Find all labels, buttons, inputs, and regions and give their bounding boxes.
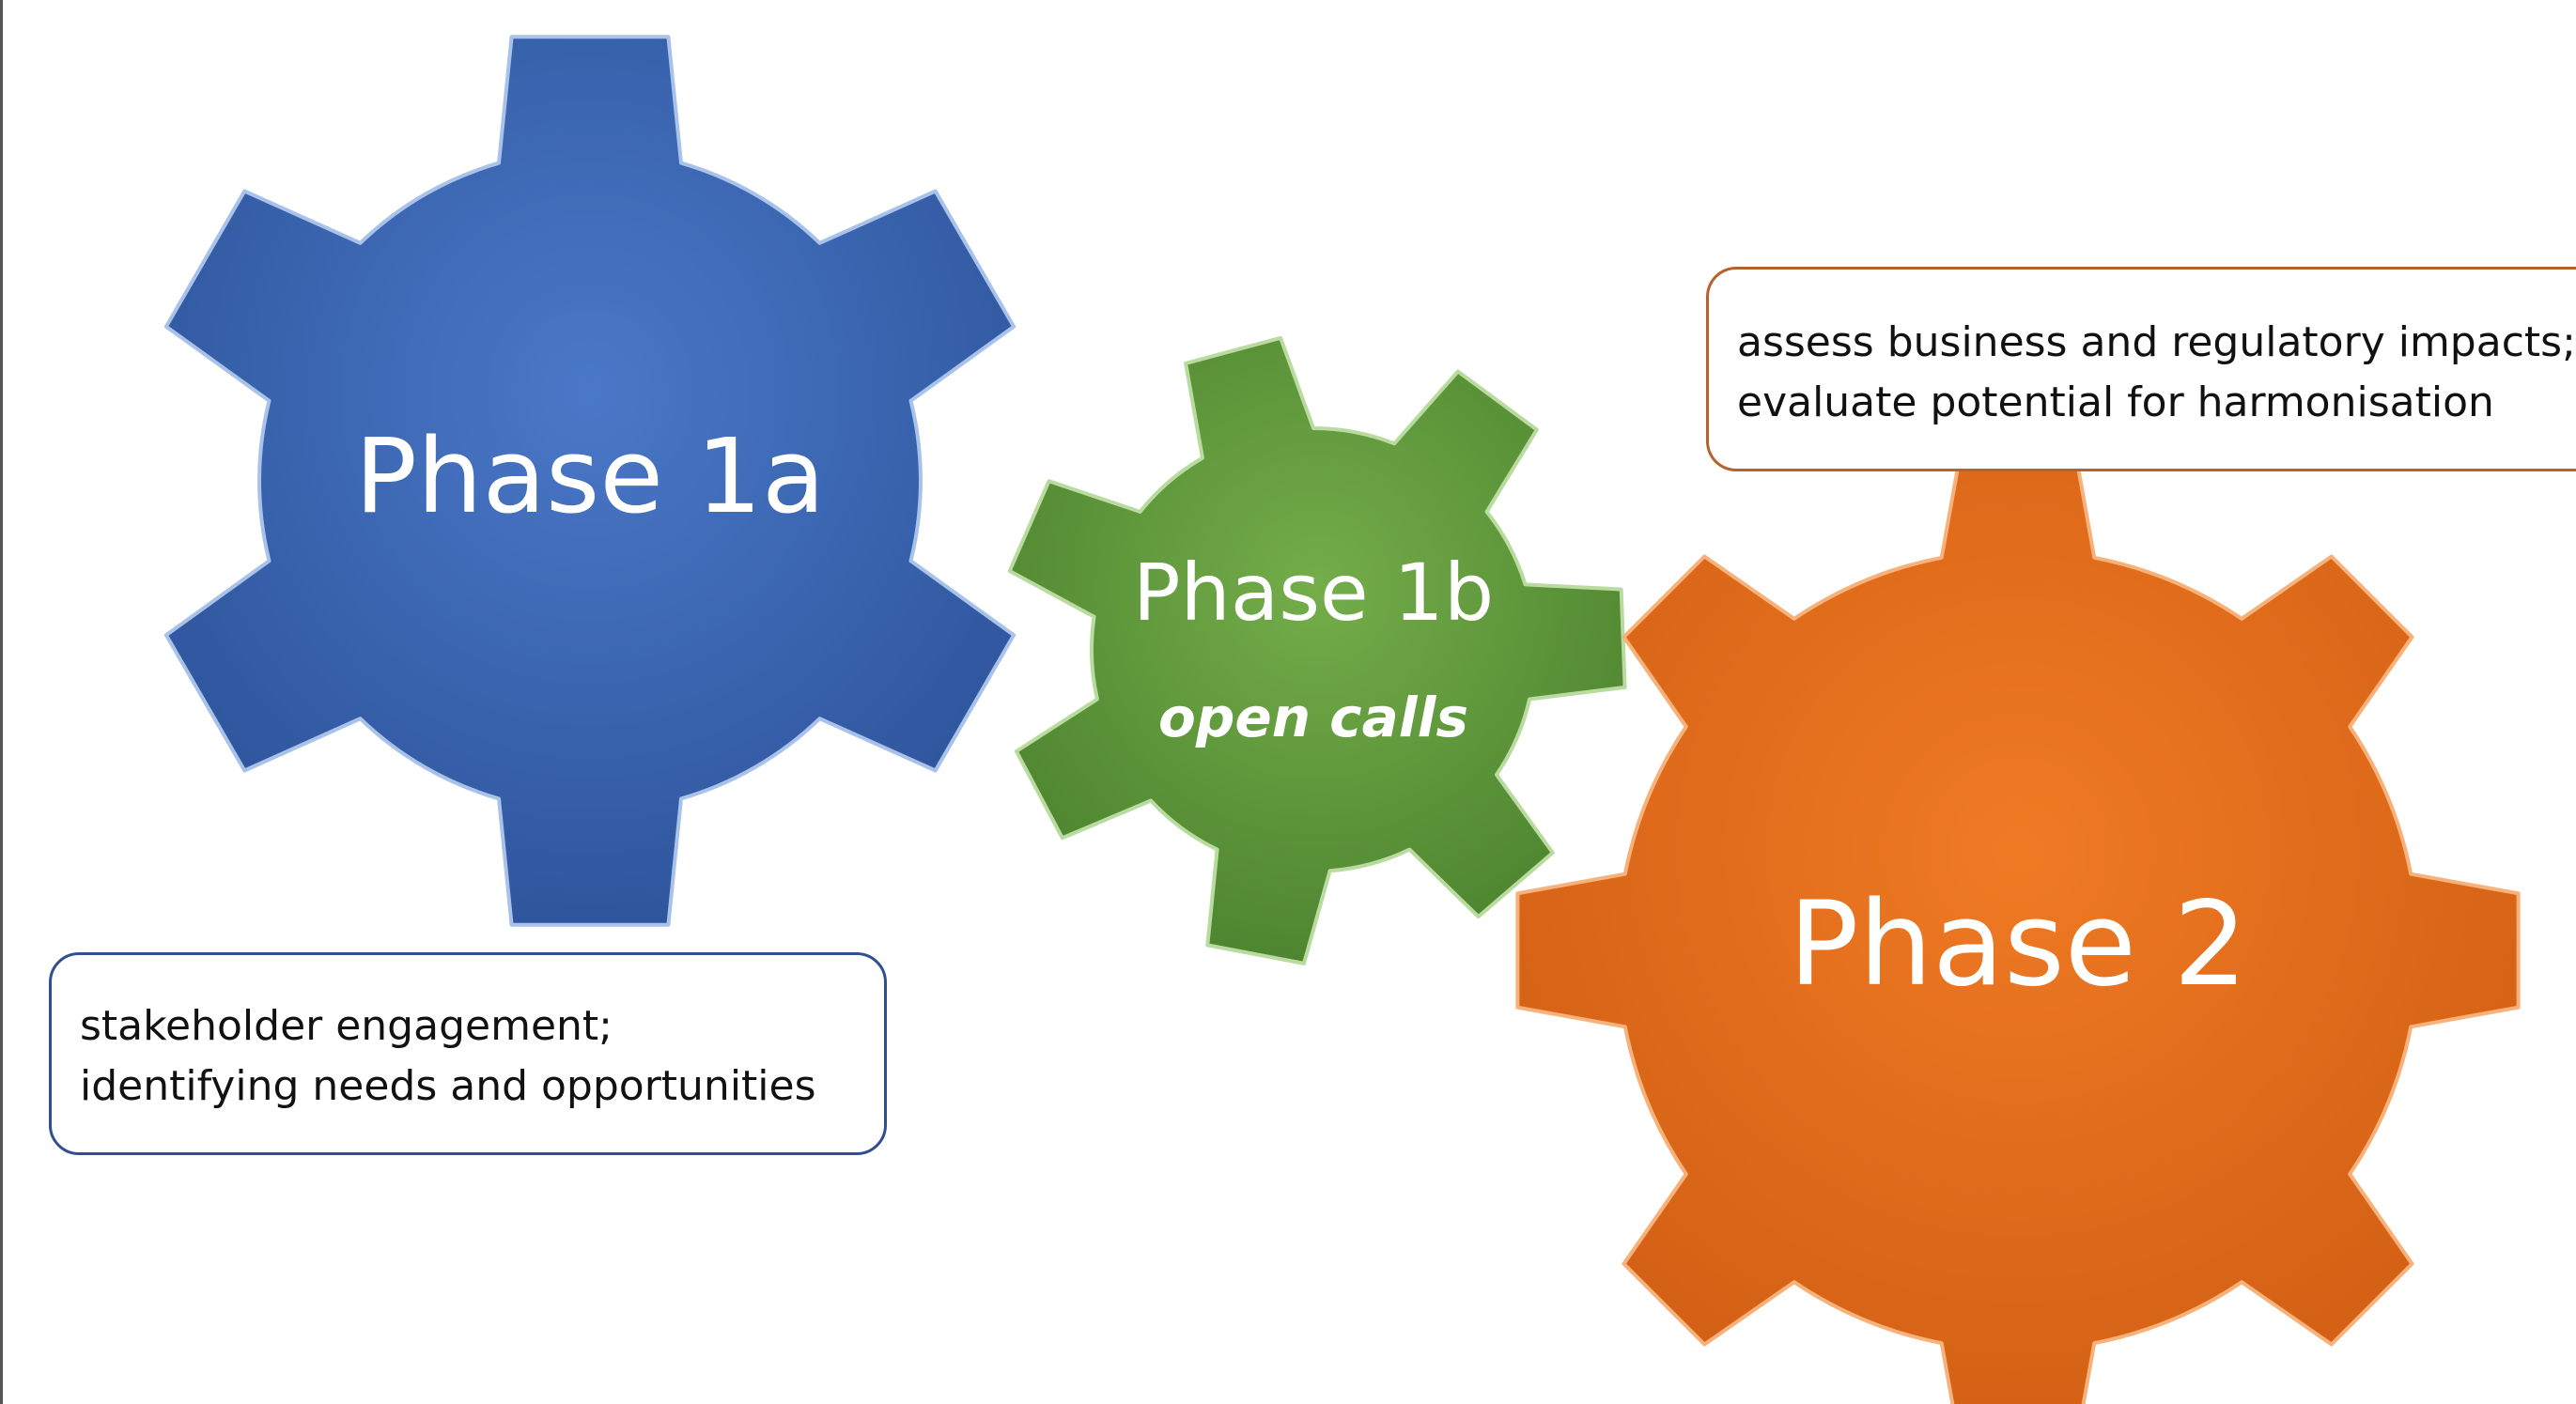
phase-2-gear: Phase 2 bbox=[1515, 448, 2521, 1404]
phase-1a-callout-line-2: identifying needs and opportunities bbox=[80, 1062, 816, 1110]
phase-2-callout: assess business and regulatory impacts; … bbox=[1706, 267, 2576, 471]
phase-2-callout-line-2: evaluate potential for harmonisation bbox=[1737, 378, 2494, 426]
phase-1b-label: Phase 1b bbox=[1133, 547, 1494, 639]
phase-2-label: Phase 2 bbox=[1789, 877, 2248, 1012]
phase-1b-sublabel: open calls bbox=[1158, 686, 1468, 749]
phase-1b-gear-shape bbox=[1007, 335, 1627, 965]
phase-2-gear-shape bbox=[1515, 448, 2521, 1404]
phase-1a-callout-line-1: stakeholder engagement; bbox=[80, 1002, 613, 1050]
phase-1a-callout: stakeholder engagement; identifying need… bbox=[49, 952, 887, 1155]
phase-1a-gear: Phase 1a bbox=[163, 35, 1016, 927]
phase-2-callout-line-1: assess business and regulatory impacts; bbox=[1737, 318, 2576, 366]
phase-1b-gear: Phase 1b open calls bbox=[1007, 335, 1627, 965]
phase-1a-label: Phase 1a bbox=[355, 416, 826, 536]
phase-1a-gear-shape bbox=[163, 35, 1016, 927]
left-border-line bbox=[0, 0, 3, 1404]
